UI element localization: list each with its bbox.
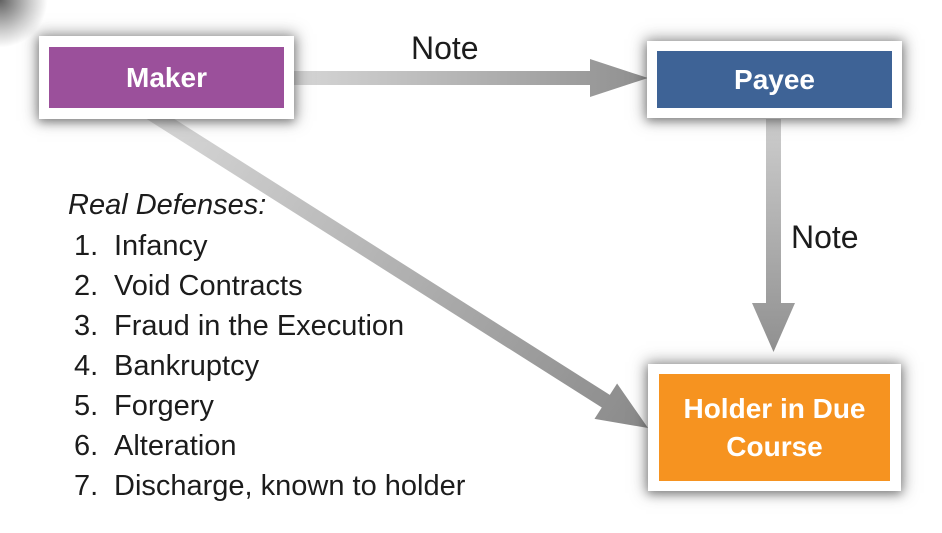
list-item: 1. Infancy bbox=[68, 226, 465, 266]
list-item-text: Fraud in the Execution bbox=[114, 310, 405, 342]
node-holder-fill: Holder in Due Course bbox=[659, 374, 890, 481]
arrow-maker-to-holder bbox=[136, 99, 648, 428]
node-payee-label: Payee bbox=[734, 63, 815, 95]
node-maker: Maker bbox=[39, 36, 294, 119]
list-item: 6. Alteration bbox=[68, 426, 465, 466]
list-item-number: 5. bbox=[74, 390, 99, 422]
list-item-text: Bankruptcy bbox=[114, 350, 260, 382]
real-defenses-list: Real Defenses: 1. Infancy 2. Void Contra… bbox=[68, 185, 465, 506]
list-item-text: Void Contracts bbox=[114, 270, 303, 302]
list-item-text: Infancy bbox=[114, 230, 208, 262]
list-item-number: 7. bbox=[74, 470, 99, 502]
node-holder-in-due-course: Holder in Due Course bbox=[648, 364, 901, 491]
edge-label-note-vertical: Note bbox=[791, 219, 859, 255]
list-item-text: Alteration bbox=[114, 430, 237, 462]
node-payee-fill: Payee bbox=[657, 51, 892, 108]
list-item: 3. Fraud in the Execution bbox=[68, 306, 465, 346]
list-item: 4. Bankruptcy bbox=[68, 346, 465, 386]
list-item: 5. Forgery bbox=[68, 386, 465, 426]
list-item: 7. Discharge, known to holder bbox=[68, 466, 465, 506]
node-maker-label: Maker bbox=[126, 61, 207, 93]
list-item-number: 2. bbox=[74, 270, 99, 302]
list-item-number: 6. bbox=[74, 430, 99, 462]
list-item-number: 1. bbox=[74, 230, 99, 262]
list-item-number: 4. bbox=[74, 350, 99, 382]
node-holder-label: Holder in Due Course bbox=[683, 392, 866, 462]
node-payee: Payee bbox=[647, 41, 902, 118]
note-arrow-payee-to-holder bbox=[752, 119, 795, 352]
edge-label-note-horizontal: Note bbox=[411, 30, 479, 66]
real-defenses-title: Real Defenses: bbox=[68, 189, 267, 221]
list-item-text: Forgery bbox=[114, 390, 214, 422]
list-item-text: Discharge, known to holder bbox=[114, 470, 466, 502]
list-item: 2. Void Contracts bbox=[68, 266, 465, 306]
node-maker-fill: Maker bbox=[49, 47, 284, 108]
list-item-number: 3. bbox=[74, 310, 99, 342]
note-arrow-maker-to-payee bbox=[294, 59, 648, 97]
